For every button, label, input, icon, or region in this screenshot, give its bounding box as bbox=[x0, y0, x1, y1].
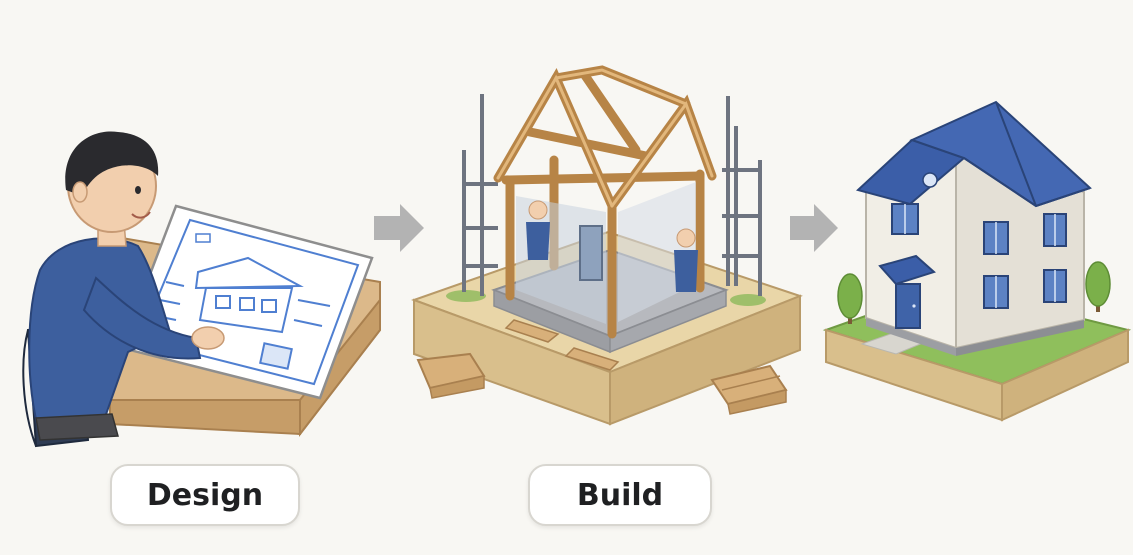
finished-house-icon bbox=[826, 102, 1128, 420]
arrow-right-icon bbox=[374, 204, 424, 252]
worker-icon bbox=[674, 229, 698, 292]
step-label-build: Build bbox=[528, 464, 712, 526]
window-icon bbox=[984, 222, 1008, 254]
step-label-design: Design bbox=[110, 464, 300, 526]
window-icon bbox=[1044, 214, 1066, 246]
tree-icon bbox=[1086, 262, 1110, 312]
tree-icon bbox=[838, 274, 862, 324]
lumber-pile-icon bbox=[418, 354, 484, 398]
door-icon bbox=[896, 284, 920, 328]
window-icon bbox=[892, 204, 918, 234]
window-icon bbox=[1044, 270, 1066, 302]
worker-icon bbox=[526, 201, 550, 260]
window-icon bbox=[984, 276, 1008, 308]
designer-at-drafting-table-icon bbox=[23, 131, 380, 446]
house-frame-under-construction-icon bbox=[414, 70, 800, 424]
arrow-right-icon bbox=[790, 204, 838, 252]
